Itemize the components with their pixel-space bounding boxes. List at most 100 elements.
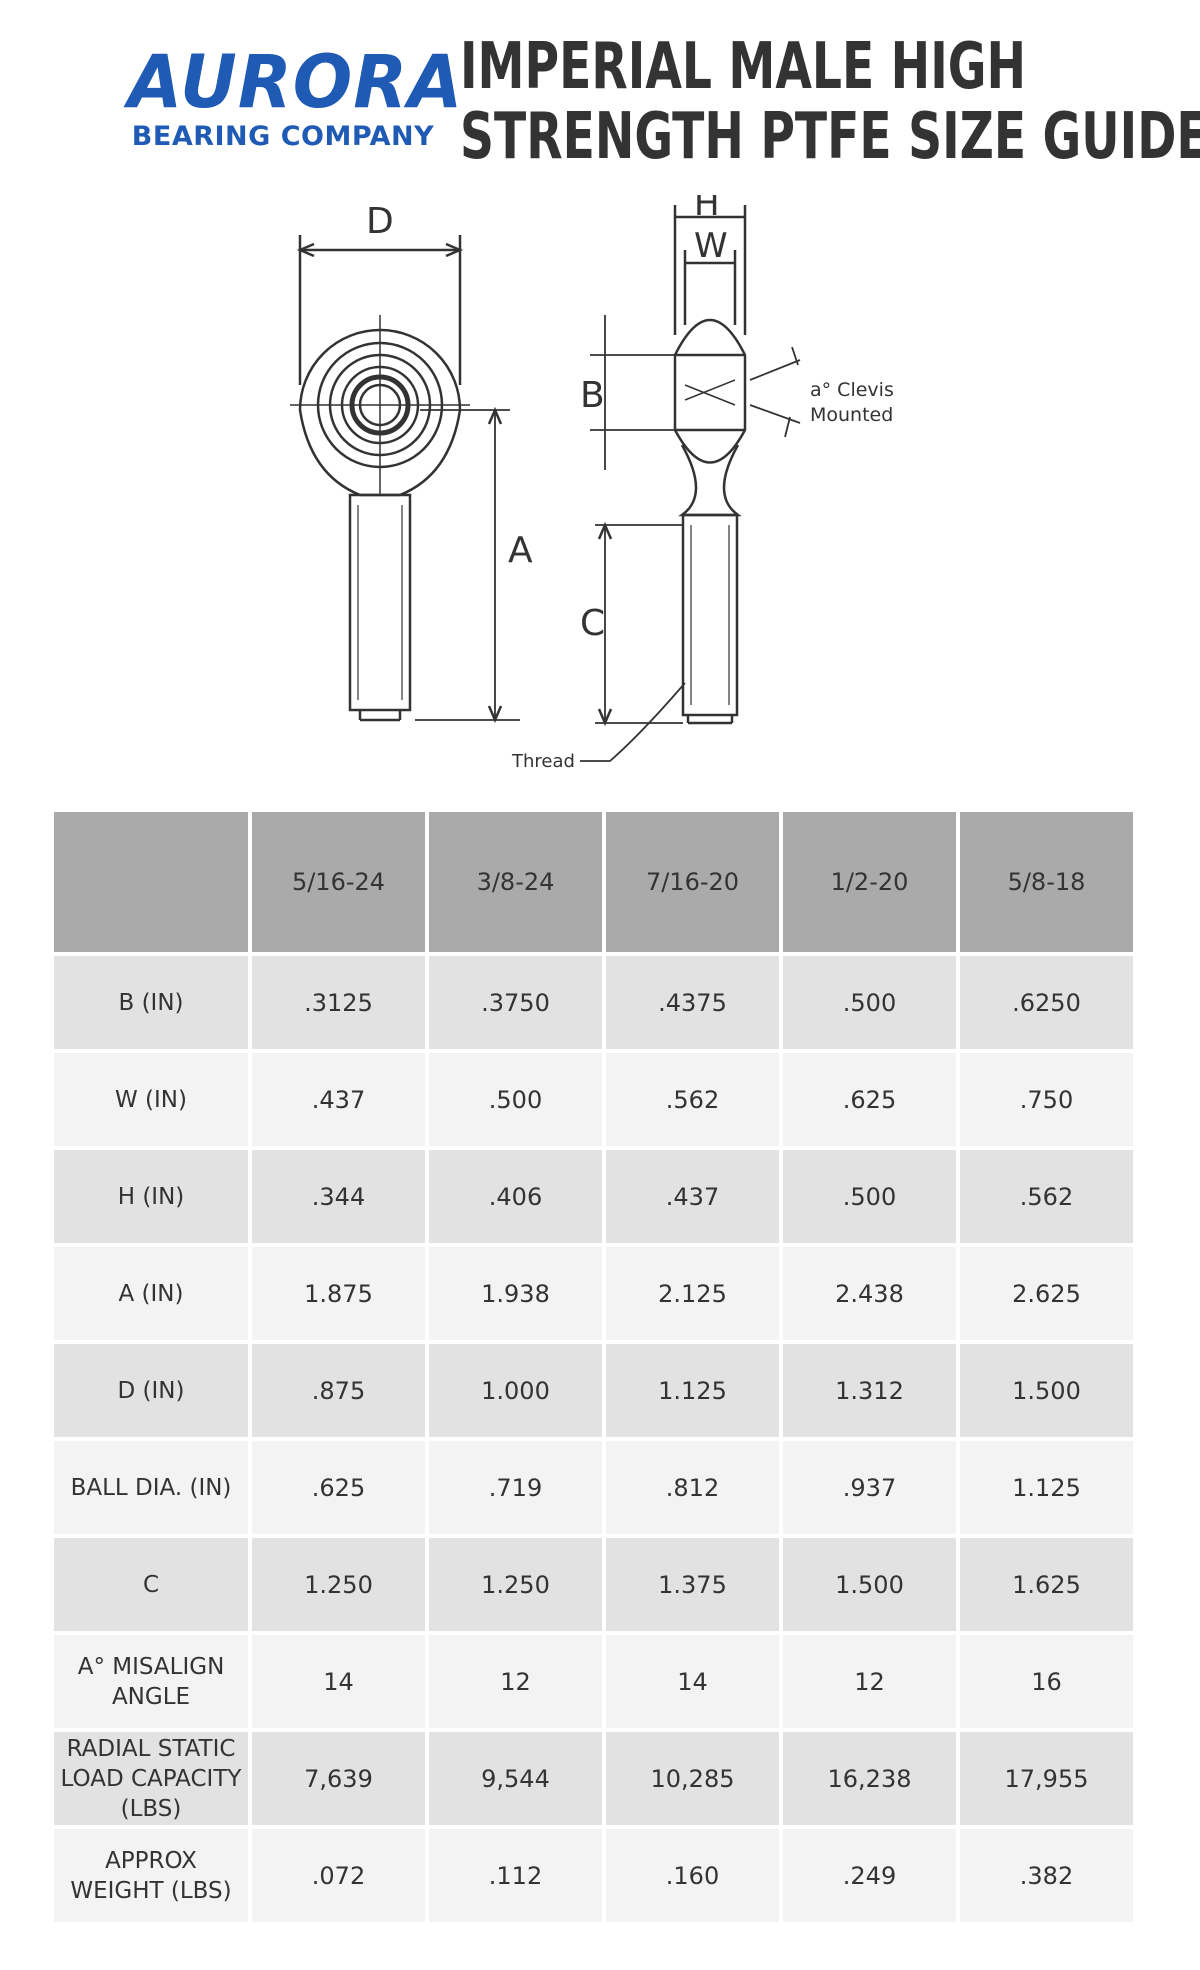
row-label: RADIAL STATIC LOAD CAPACITY (LBS) bbox=[54, 1732, 248, 1825]
header-cell-7-16-20: 7/16-20 bbox=[606, 812, 779, 952]
table-header-row: 5/16-24 3/8-24 7/16-20 1/2-20 5/8-18 bbox=[54, 812, 1134, 952]
table-cell: 1.625 bbox=[960, 1538, 1133, 1631]
rod-end-diagram: D A H W B C Thread a° Clevis Mounted bbox=[280, 195, 1040, 795]
size-guide-table: 5/16-24 3/8-24 7/16-20 1/2-20 5/8-18 B (… bbox=[54, 812, 1134, 1926]
label-c: C bbox=[580, 603, 605, 644]
table-cell: .4375 bbox=[606, 956, 779, 1049]
table-cell: .3125 bbox=[252, 956, 425, 1049]
table-cell: .406 bbox=[429, 1150, 602, 1243]
table-cell: 12 bbox=[429, 1635, 602, 1728]
table-cell: .625 bbox=[783, 1053, 956, 1146]
front-view bbox=[290, 235, 520, 724]
table-cell: .562 bbox=[960, 1150, 1133, 1243]
table-cell: 1.875 bbox=[252, 1247, 425, 1340]
header-cell-1-2-20: 1/2-20 bbox=[783, 812, 956, 952]
header-cell-empty bbox=[54, 812, 248, 952]
table-cell: .437 bbox=[606, 1150, 779, 1243]
table-cell: .6250 bbox=[960, 956, 1133, 1049]
table-cell: .344 bbox=[252, 1150, 425, 1243]
header-cell-3-8-24: 3/8-24 bbox=[429, 812, 602, 952]
table-cell: 10,285 bbox=[606, 1732, 779, 1825]
table-cell: 1.250 bbox=[252, 1538, 425, 1631]
header-cell-5-16-24: 5/16-24 bbox=[252, 812, 425, 952]
table-cell: 14 bbox=[606, 1635, 779, 1728]
table-cell: .072 bbox=[252, 1829, 425, 1922]
table-cell: 17,955 bbox=[960, 1732, 1133, 1825]
table-cell: 2.125 bbox=[606, 1247, 779, 1340]
table-cell: .500 bbox=[783, 956, 956, 1049]
table-cell: 16,238 bbox=[783, 1732, 956, 1825]
table-cell: .937 bbox=[783, 1441, 956, 1534]
label-b: B bbox=[580, 375, 605, 416]
side-view bbox=[580, 205, 801, 762]
aurora-logo: AURORA BEARING COMPANY bbox=[128, 38, 464, 164]
table-cell: 1.375 bbox=[606, 1538, 779, 1631]
table-cell: 1.500 bbox=[783, 1538, 956, 1631]
label-h: H bbox=[694, 195, 720, 224]
row-label: H (IN) bbox=[54, 1150, 248, 1243]
page-title: IMPERIAL MALE HIGH STRENGTH PTFE SIZE GU… bbox=[460, 30, 1200, 174]
table-cell: .437 bbox=[252, 1053, 425, 1146]
page-title-line-2: STRENGTH PTFE SIZE GUIDE bbox=[460, 100, 1200, 174]
page-title-line-1: IMPERIAL MALE HIGH bbox=[460, 30, 1027, 104]
label-thread: Thread bbox=[511, 751, 575, 772]
table-cell: .750 bbox=[960, 1053, 1133, 1146]
row-label: C bbox=[54, 1538, 248, 1631]
table-cell: 16 bbox=[960, 1635, 1133, 1728]
table-cell: .249 bbox=[783, 1829, 956, 1922]
label-clevis: a° Clevis bbox=[810, 379, 894, 401]
table-cell: 1.125 bbox=[960, 1441, 1133, 1534]
rod-end-drawing: D A H W B C Thread a° Clevis Mounted bbox=[290, 195, 894, 772]
table-cell: 1.312 bbox=[783, 1344, 956, 1437]
table-cell: 1.000 bbox=[429, 1344, 602, 1437]
row-label: D (IN) bbox=[54, 1344, 248, 1437]
table-cell: .719 bbox=[429, 1441, 602, 1534]
row-label: BALL DIA. (IN) bbox=[54, 1441, 248, 1534]
table-cell: .500 bbox=[783, 1150, 956, 1243]
label-w: W bbox=[694, 226, 728, 266]
table-cell: 9,544 bbox=[429, 1732, 602, 1825]
table-cell: 2.625 bbox=[960, 1247, 1133, 1340]
table-cell: 14 bbox=[252, 1635, 425, 1728]
table-cell: .625 bbox=[252, 1441, 425, 1534]
header-cell-5-8-18: 5/8-18 bbox=[960, 812, 1133, 952]
row-label: A (IN) bbox=[54, 1247, 248, 1340]
table-cell: .382 bbox=[960, 1829, 1133, 1922]
label-mounted: Mounted bbox=[810, 404, 893, 426]
logo-subtitle: BEARING COMPANY bbox=[131, 121, 435, 152]
table-cell: .500 bbox=[429, 1053, 602, 1146]
table-row: B (IN).3125.3750.4375.500.6250 bbox=[54, 956, 1134, 1049]
table-cell: .3750 bbox=[429, 956, 602, 1049]
table-cell: .875 bbox=[252, 1344, 425, 1437]
table-cell: .160 bbox=[606, 1829, 779, 1922]
table-cell: 1.125 bbox=[606, 1344, 779, 1437]
table-cell: 1.500 bbox=[960, 1344, 1133, 1437]
table-cell: .562 bbox=[606, 1053, 779, 1146]
table-row: W (IN).437.500.562.625.750 bbox=[54, 1053, 1134, 1146]
table-cell: .812 bbox=[606, 1441, 779, 1534]
label-d: D bbox=[366, 201, 394, 242]
row-label: B (IN) bbox=[54, 956, 248, 1049]
table-cell: 1.250 bbox=[429, 1538, 602, 1631]
table-cell: 1.938 bbox=[429, 1247, 602, 1340]
row-label: W (IN) bbox=[54, 1053, 248, 1146]
table-cell: 2.438 bbox=[783, 1247, 956, 1340]
diagram-labels: D A H W B C Thread a° Clevis Mounted bbox=[366, 195, 894, 772]
table-row: H (IN).344.406.437.500.562 bbox=[54, 1150, 1134, 1243]
header: AURORA BEARING COMPANY IMPERIAL MALE HIG… bbox=[0, 0, 1200, 185]
table-cell: 12 bbox=[783, 1635, 956, 1728]
table-cell: .112 bbox=[429, 1829, 602, 1922]
label-a: A bbox=[508, 530, 533, 571]
logo-name: AURORA bbox=[128, 38, 464, 126]
table-cell: 7,639 bbox=[252, 1732, 425, 1825]
row-label: APPROX WEIGHT (LBS) bbox=[54, 1829, 248, 1922]
table-row: APPROX WEIGHT (LBS).072.112.160.249.382 bbox=[54, 1829, 1134, 1922]
row-label: A° MISALIGN ANGLE bbox=[54, 1635, 248, 1728]
